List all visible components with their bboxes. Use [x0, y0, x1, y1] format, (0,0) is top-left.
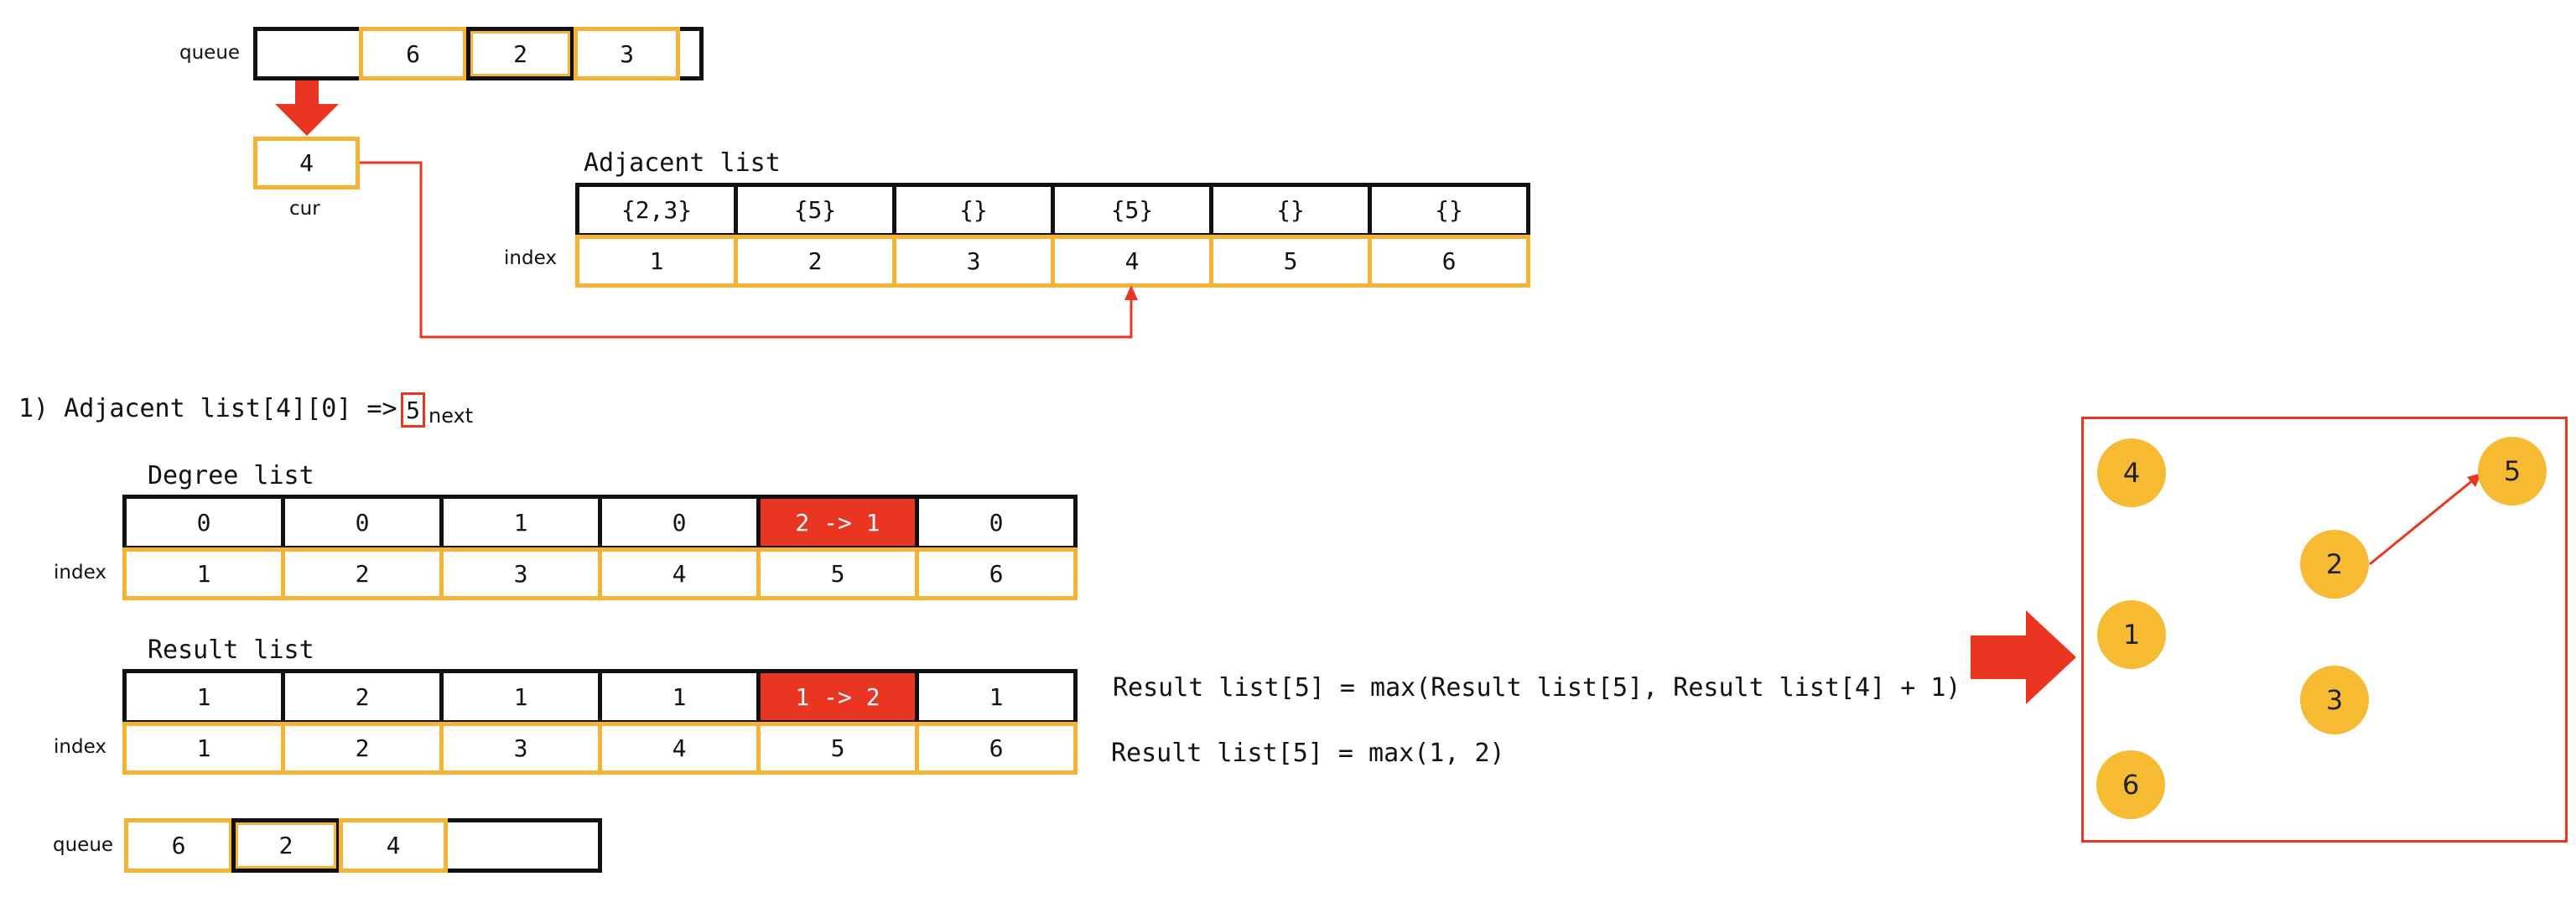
degree-value-cell: 1	[439, 495, 602, 550]
result-index-cell: 6	[915, 722, 1078, 775]
bottom-queue-cell: 6	[124, 818, 233, 873]
bottom-queue-cell: 2	[231, 818, 340, 873]
formula-1: Result list[5] = max(Result list[5], Res…	[1113, 673, 1961, 703]
graph-node-1: 1	[2097, 600, 2166, 669]
big-right-arrow-icon	[1971, 610, 2076, 704]
adjacent-index-cell: 6	[1368, 235, 1530, 288]
bottom-queue-cell: 4	[339, 818, 448, 873]
result-index-cell: 2	[281, 722, 444, 775]
adjacent-value-cell: {5}	[1051, 183, 1213, 237]
top-queue-cell: 3	[574, 27, 680, 80]
adjacent-index-label: index	[504, 247, 557, 269]
degree-value-cell: 0	[281, 495, 444, 550]
degree-index-label: index	[54, 562, 106, 583]
formula-2: Result list[5] = max(1, 2)	[1111, 739, 1505, 768]
result-title: Result list	[148, 635, 314, 665]
adjacent-title: Adjacent list	[584, 148, 781, 178]
result-index-cell: 4	[598, 722, 761, 775]
bottom-queue-label: queue	[53, 834, 114, 856]
graph-node-2: 2	[2300, 530, 2369, 599]
cur-cell: 4	[253, 137, 360, 189]
result-index-cell: 5	[756, 722, 919, 775]
result-value-cell: 1	[439, 669, 602, 724]
result-value-cell: 2	[281, 669, 444, 724]
graph-frame	[2081, 417, 2568, 843]
step-text: 1) Adjacent list[4][0] =>	[18, 394, 397, 423]
dequeue-arrow-icon	[275, 80, 339, 136]
adjacent-index-cell: 3	[892, 235, 1055, 288]
graph-node-4: 4	[2097, 438, 2166, 507]
degree-title: Degree list	[148, 461, 314, 490]
graph-node-5: 5	[2478, 437, 2547, 506]
step-next-label: next	[428, 404, 474, 428]
top-queue-cell: 2	[466, 27, 574, 80]
degree-index-cell: 4	[598, 547, 761, 600]
cur-label: cur	[289, 198, 320, 220]
graph-node-3: 3	[2300, 666, 2369, 734]
degree-index-cell: 6	[915, 547, 1078, 600]
degree-index-cell: 3	[439, 547, 602, 600]
adjacent-index-cell: 5	[1209, 235, 1372, 288]
top-queue-label: queue	[179, 42, 241, 64]
result-value-cell: 1	[598, 669, 761, 724]
result-index-label: index	[54, 736, 106, 758]
graph-node-6: 6	[2096, 750, 2165, 819]
result-value-cell: 1 -> 2	[756, 669, 919, 724]
step-next-box: 5	[401, 392, 425, 428]
adjacent-value-cell: {5}	[734, 183, 896, 237]
top-queue-cell: 6	[359, 27, 467, 80]
